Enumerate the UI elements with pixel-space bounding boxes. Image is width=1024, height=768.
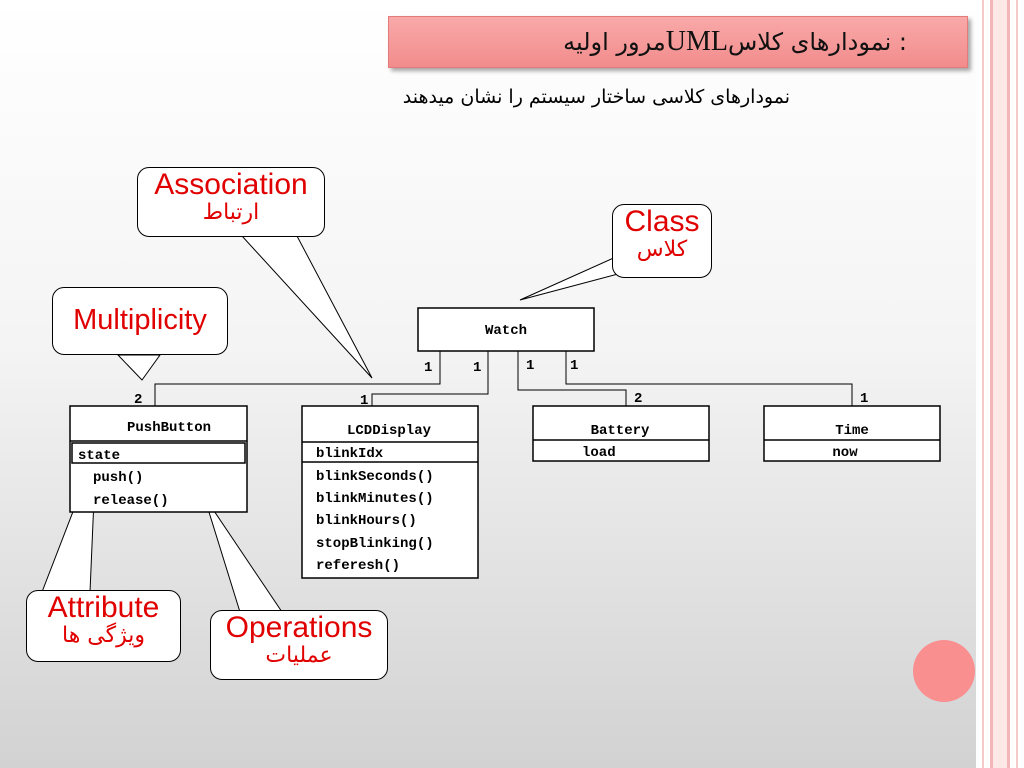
attribute-callout: Attribute ویژگی ها	[26, 590, 181, 662]
class-name: PushButton	[127, 420, 211, 436]
class-name: Time	[835, 423, 869, 439]
association-lcddisplay-line	[371, 351, 489, 406]
association-pushbutton-line	[154, 351, 441, 406]
class-pushbutton: PushButton state push() release()	[69, 405, 248, 513]
association-callout-tail	[240, 235, 373, 379]
decorative-stripes	[976, 0, 1024, 768]
operations-callout-tail	[203, 495, 283, 613]
class-watch: Watch	[417, 307, 595, 352]
multiplicity-callout-tail	[116, 354, 161, 381]
operation-item: stopBlinking()	[316, 536, 434, 552]
association-battery-line	[517, 351, 627, 406]
multiplicity-label: 2	[634, 391, 642, 407]
multiplicity-label: 1	[526, 358, 534, 374]
operation-item: release()	[93, 493, 169, 509]
association-time-line	[565, 351, 853, 406]
association-lines	[154, 351, 853, 406]
operation-item: push()	[93, 470, 143, 486]
multiplicity-label: 1	[360, 393, 368, 409]
operation-item: blinkSeconds()	[316, 469, 434, 485]
operation-item: blinkMinutes()	[316, 491, 434, 507]
class-time: Time now	[763, 405, 941, 462]
attribute-item: blinkIdx	[316, 446, 384, 462]
callout-title: Multiplicity	[73, 304, 207, 336]
operation-item: blinkHours()	[316, 513, 417, 529]
callout-title: Attribute	[47, 591, 160, 624]
multiplicity-label: 1	[473, 360, 481, 376]
decorative-circle	[913, 640, 975, 702]
class-battery: Battery load	[532, 405, 710, 462]
attribute-item: now	[832, 445, 858, 461]
slide-title: : نمودارهای کلاسUMLمرور اولیه	[563, 26, 907, 57]
callout-title: Operations	[225, 611, 373, 644]
multiplicity-label: 1	[570, 358, 578, 374]
class-name: Watch	[485, 323, 527, 339]
callout-subtitle: عملیات	[265, 643, 333, 668]
operations-callout: Operations عملیات	[210, 610, 388, 680]
callout-subtitle: ویژگی ها	[62, 623, 145, 648]
callout-title: Association	[154, 168, 308, 201]
association-callout: Association ارتباط	[137, 167, 325, 237]
operation-item: referesh()	[316, 558, 400, 574]
callout-subtitle: ارتباط	[202, 200, 260, 225]
class-name: LCDDisplay	[347, 423, 432, 439]
multiplicity-callout: Multiplicity	[52, 287, 228, 355]
slide-title-banner: : نمودارهای کلاسUMLمرور اولیه	[388, 16, 968, 68]
class-callout: Class کلاس	[612, 204, 712, 278]
attribute-item: state	[78, 448, 120, 464]
multiplicity-label: 2	[134, 392, 142, 408]
class-name: Battery	[591, 423, 650, 439]
slide-subtitle: نمودارهای کلاسی ساختار سیستم را نشان مید…	[402, 86, 790, 108]
class-callout-tail	[519, 255, 619, 301]
class-lcddisplay: LCDDisplay blinkIdx blinkSeconds() blink…	[301, 405, 479, 579]
callout-subtitle: کلاس	[636, 237, 688, 262]
attribute-item: load	[582, 445, 616, 461]
multiplicity-label: 1	[860, 391, 868, 407]
callout-title: Class	[624, 205, 700, 238]
multiplicity-label: 1	[424, 360, 432, 376]
